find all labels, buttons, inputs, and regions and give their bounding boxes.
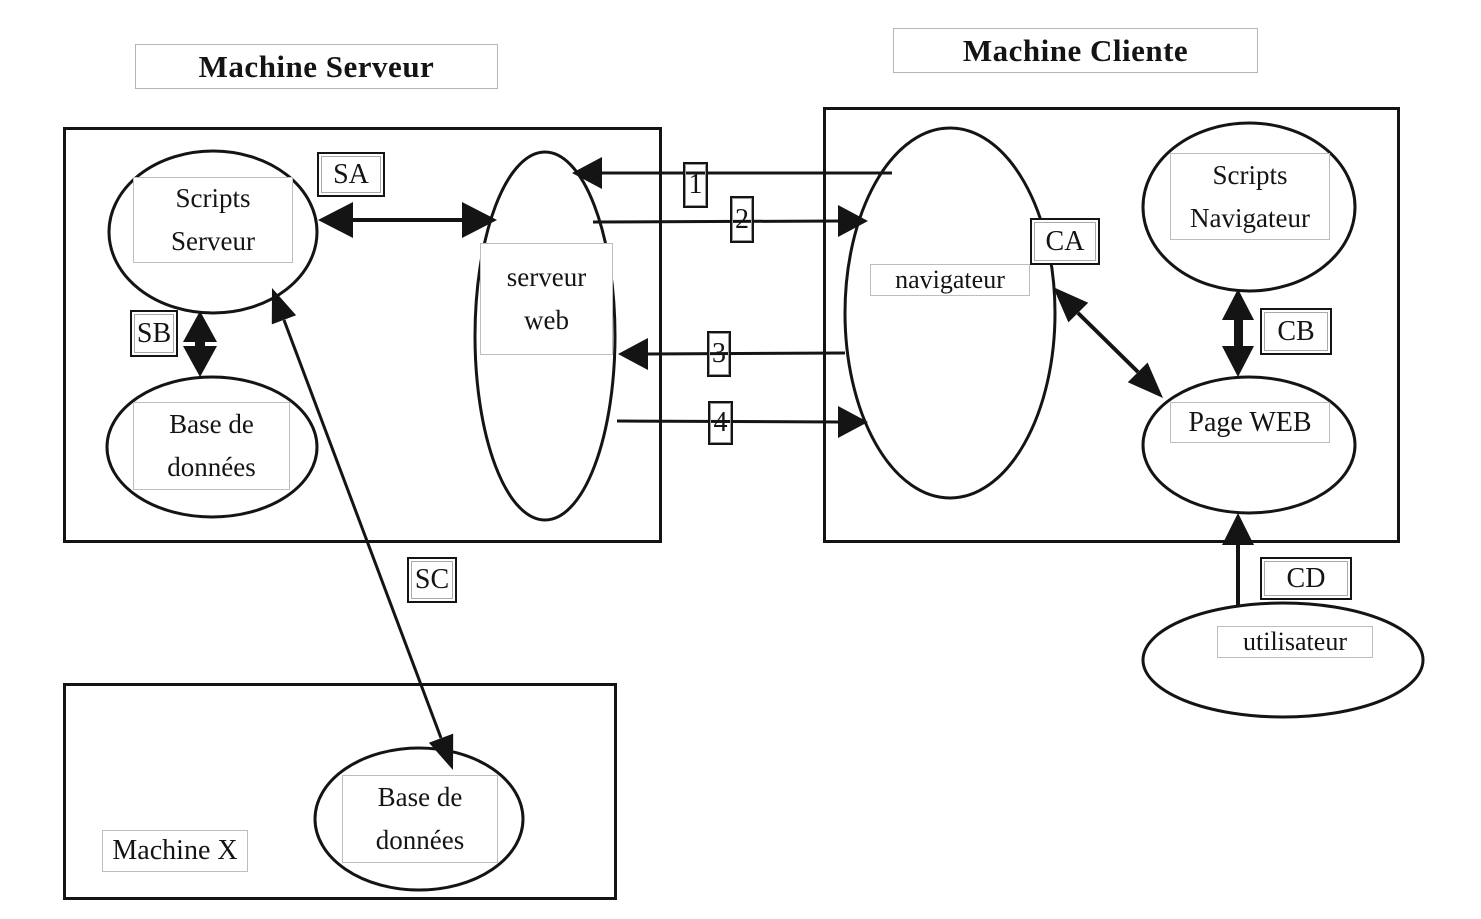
scripts-navigateur-label-line2: Navigateur	[1190, 202, 1310, 233]
scripts-serveur-label: Scripts Serveur	[133, 177, 293, 263]
scripts-navigateur-label: Scripts Navigateur	[1170, 153, 1330, 240]
machine-x-box	[63, 683, 617, 900]
connector-tag-sc: SC	[407, 557, 457, 603]
page-web-label: Page WEB	[1170, 402, 1330, 443]
arrow-cd	[1222, 513, 1254, 606]
machine-serveur-box	[63, 127, 662, 543]
base-donnees-x-label: Base de données	[342, 775, 498, 863]
base-donnees-x-label-line1: Base de	[377, 782, 463, 812]
arrow-2	[592, 205, 868, 237]
arrow-1	[572, 157, 892, 189]
base-donnees-serveur-label-line2: données	[167, 452, 256, 482]
serveur-web-label-line2: web	[524, 305, 569, 335]
scripts-navigateur-label-line1: Scripts	[1212, 159, 1288, 190]
connector-tag-sb: SB	[130, 310, 178, 357]
utilisateur-label: utilisateur	[1217, 626, 1373, 658]
base-donnees-serveur-label-line1: Base de	[169, 409, 254, 439]
arrow-sb	[183, 311, 217, 377]
exchange-tag-3: 3	[707, 331, 731, 377]
serveur-web-label-line1: serveur	[506, 262, 587, 292]
connector-tag-cb: CB	[1260, 308, 1332, 355]
scripts-serveur-label-line1: Scripts	[175, 183, 251, 213]
base-donnees-serveur-label: Base de données	[133, 402, 290, 490]
arrow-cb	[1222, 289, 1254, 377]
serveur-web-label: serveur web	[480, 243, 613, 355]
navigateur-label: navigateur	[870, 264, 1030, 296]
arrow-3	[618, 338, 846, 370]
connector-tag-cd: CD	[1260, 557, 1352, 600]
arrow-ca	[1053, 287, 1163, 398]
machine-serveur-title: Machine Serveur	[135, 44, 498, 89]
exchange-tag-1: 1	[683, 162, 708, 208]
connector-tag-ca: CA	[1030, 218, 1100, 265]
exchange-tag-2: 2	[730, 196, 754, 243]
arrow-sa	[318, 202, 497, 238]
connector-tag-sa: SA	[317, 152, 385, 197]
machine-x-label: Machine X	[102, 830, 248, 872]
arrow-sc	[271, 288, 454, 770]
navigateur-ellipse	[843, 126, 1057, 500]
machine-cliente-box	[823, 107, 1400, 543]
scripts-serveur-label-line2: Serveur	[171, 226, 255, 256]
page-web-ellipse	[1141, 375, 1357, 515]
utilisateur-ellipse	[1141, 601, 1425, 719]
base-donnees-x-label-line2: données	[375, 825, 465, 855]
exchange-tag-4: 4	[708, 401, 733, 445]
arrow-4	[616, 406, 868, 438]
machine-cliente-title: Machine Cliente	[893, 28, 1258, 73]
